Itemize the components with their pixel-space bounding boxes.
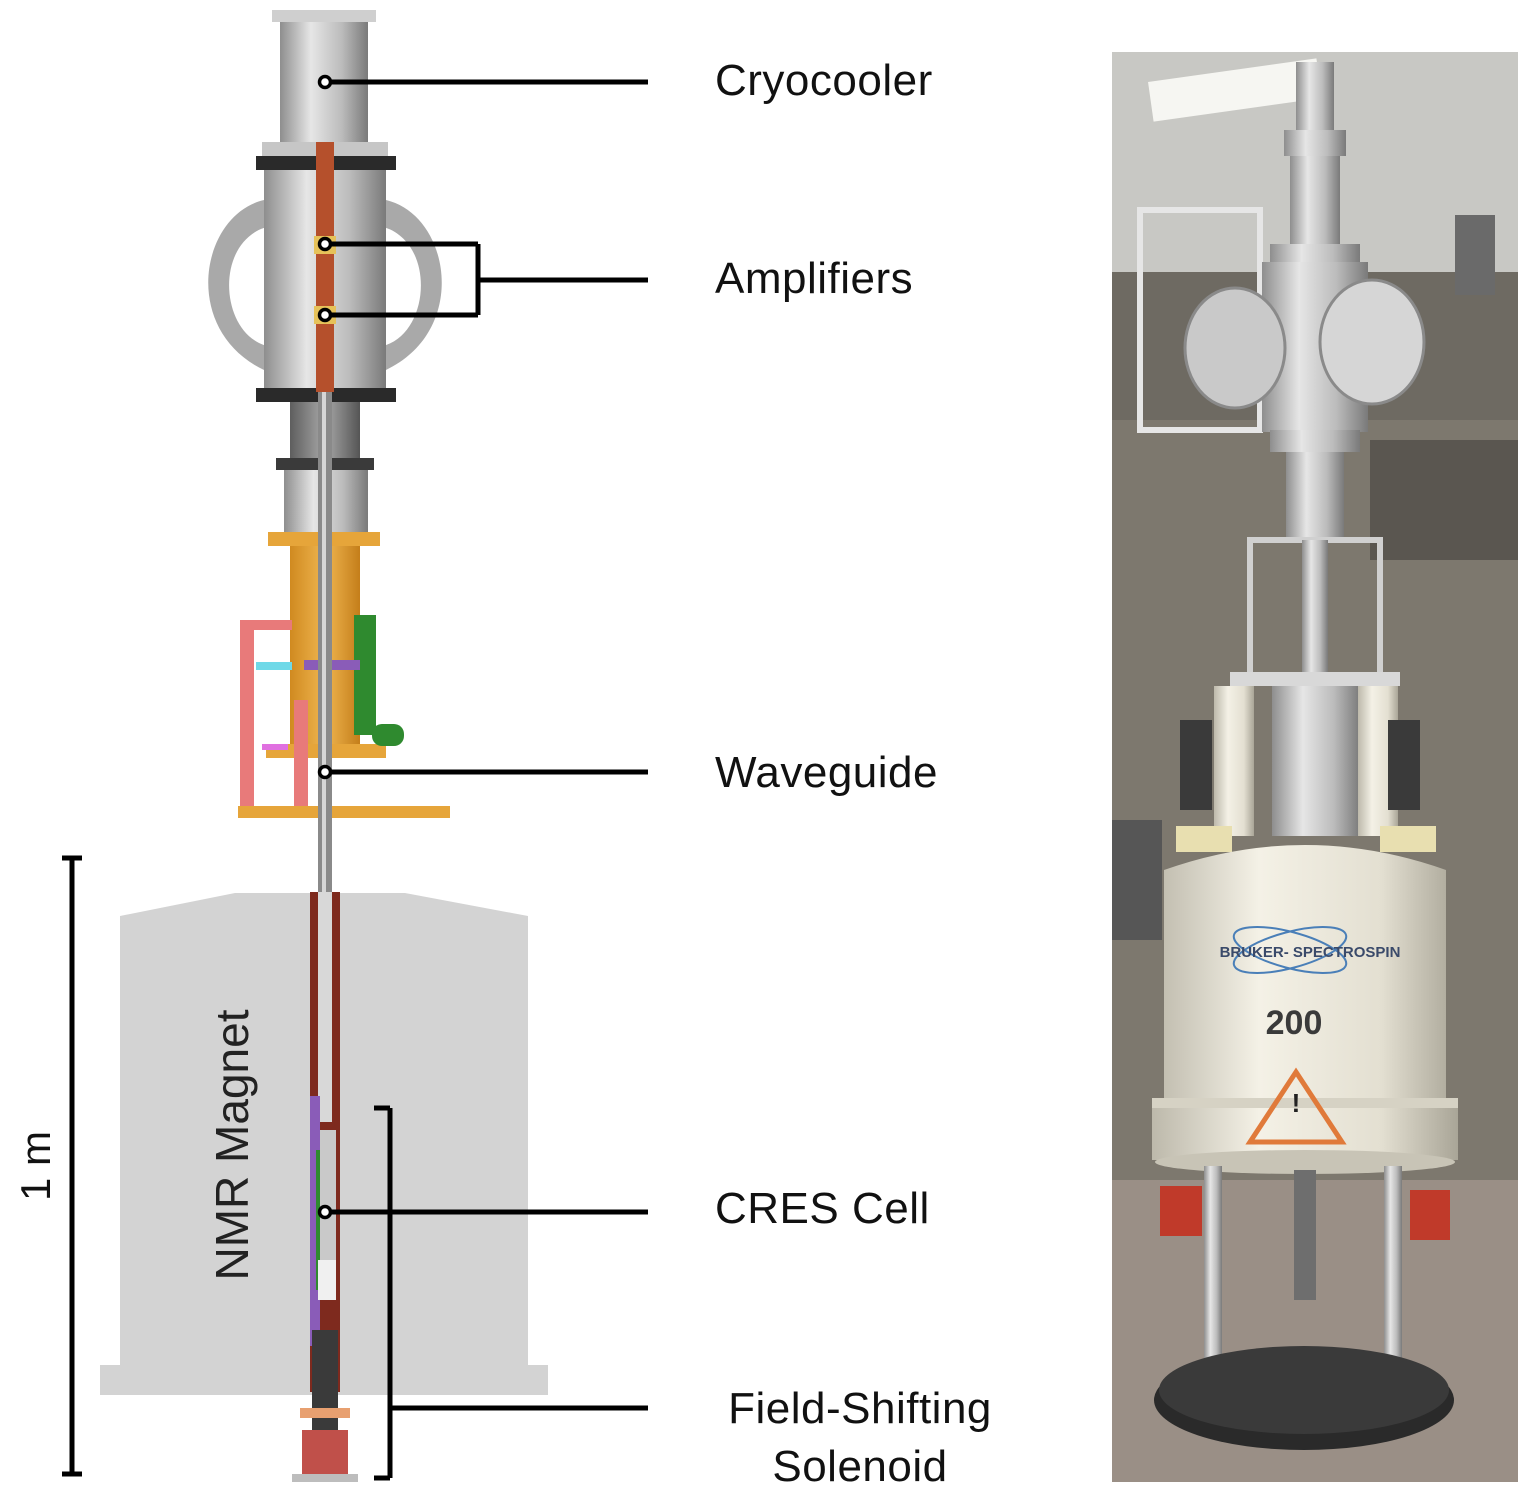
- pink-frame-left: [240, 620, 254, 808]
- label-field-shifting-solenoid: Field-Shifting Solenoid: [700, 1380, 1020, 1496]
- photo-left-tube: [1214, 686, 1254, 836]
- warning-triangle-icon: [1245, 1067, 1347, 1145]
- photo-right-foam: [1380, 826, 1436, 852]
- pink-frame-right: [294, 700, 308, 808]
- photo-red-pump: [1160, 1186, 1202, 1236]
- left-port-window: [233, 228, 264, 345]
- photo-right-device: [1388, 720, 1420, 810]
- waveguide-marker: [317, 764, 333, 780]
- cres-cell-coil: [316, 1150, 320, 1290]
- left-port-ring: [208, 200, 264, 370]
- ceiling-light: [1148, 58, 1322, 122]
- photo-flange-3: [1270, 430, 1360, 452]
- purple-liner: [310, 1096, 320, 1346]
- photo-dewar-bottom: [1155, 1150, 1455, 1174]
- label-scale: 1 m: [12, 1131, 59, 1202]
- waveguide-highlight: [322, 392, 326, 892]
- cable-bundle: [1370, 440, 1518, 560]
- green-valve-outlet: [372, 724, 404, 746]
- photo-left-foam: [1176, 826, 1232, 852]
- cryocooler-cap: [272, 10, 376, 22]
- photo-logo-orbit-2: [1232, 926, 1348, 974]
- photo-left-port: [1183, 286, 1287, 410]
- photo-top-plate: [1230, 672, 1400, 686]
- photo-column-2: [1286, 452, 1344, 542]
- label-cryocooler: Cryocooler: [715, 56, 933, 105]
- label-field-shifting-line1: Field-Shifting: [728, 1384, 992, 1433]
- photo-waveguide-column: [1302, 540, 1328, 680]
- label-waveguide: Waveguide: [715, 748, 938, 797]
- gold-platform: [238, 806, 450, 818]
- amplifier-upper-marker: [317, 236, 333, 252]
- bore-insert-core: [318, 892, 332, 1122]
- photo-bore-column: [1272, 686, 1360, 836]
- photo-column-1: [1290, 156, 1340, 246]
- photo-dewar-rim: [1152, 1098, 1458, 1108]
- cad-drawing: [100, 10, 548, 1482]
- photo-model: 200: [1266, 1004, 1323, 1042]
- cyan-bracket: [256, 662, 292, 670]
- leader-lines: [62, 79, 648, 1481]
- photo-red-pump-right: [1410, 1190, 1450, 1240]
- cryocooler-marker: [317, 74, 333, 90]
- photo-base-top: [1159, 1346, 1449, 1434]
- cres-marker: [317, 1204, 333, 1220]
- leader-markers: [317, 74, 333, 1220]
- lab-equipment-left: [1112, 820, 1162, 940]
- label-cres-cell: CRES Cell: [715, 1184, 930, 1233]
- green-valve: [354, 615, 376, 735]
- pink-frame-top: [240, 620, 292, 630]
- photo-cryocooler: [1296, 62, 1334, 132]
- magenta-tab: [262, 744, 288, 750]
- photo-brand: BRUKER- SPECTROSPIN: [1220, 944, 1401, 961]
- label-nmr-magnet: NMR Magnet: [206, 1009, 258, 1281]
- photo-leg-right: [1384, 1166, 1402, 1376]
- wall-box: [1455, 215, 1495, 295]
- photo-bottom-pipe: [1294, 1170, 1316, 1300]
- amplifier-lower-marker: [317, 307, 333, 323]
- photo-right-port: [1318, 278, 1426, 406]
- label-field-shifting-line2: Solenoid: [772, 1442, 948, 1491]
- photo-logo-orbit-1: [1232, 926, 1348, 974]
- solenoid-coil: [302, 1430, 348, 1476]
- photo-flange-1: [1284, 130, 1346, 156]
- photo-left-device: [1180, 720, 1212, 810]
- copper-cold-finger: [316, 142, 334, 392]
- photo-dewar: [1152, 845, 1458, 1160]
- apparatus-photo: BRUKER- SPECTROSPIN 200 !: [1112, 52, 1518, 1482]
- solenoid-top-ring: [300, 1408, 350, 1418]
- warning-exclamation-icon: !: [1292, 1088, 1301, 1118]
- label-amplifiers: Amplifiers: [715, 254, 914, 303]
- solenoid-base: [292, 1474, 358, 1482]
- photo-flange-2: [1270, 244, 1360, 264]
- cres-cell-flange: [318, 1260, 336, 1300]
- photo-leg-left: [1204, 1166, 1222, 1376]
